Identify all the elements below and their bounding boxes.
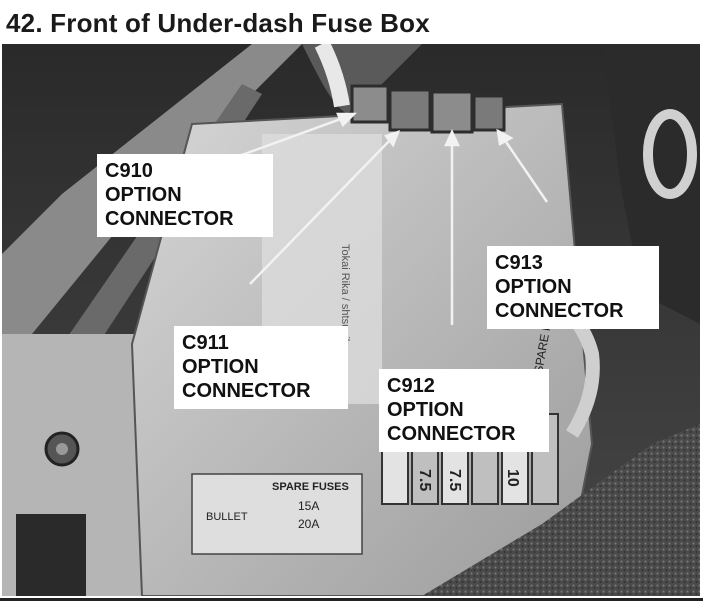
leader-line-c913 bbox=[500, 135, 549, 203]
fuse-value-label: 7.5 bbox=[416, 469, 433, 491]
spare-fuses-label: SPARE FUSES bbox=[272, 481, 349, 493]
callout-code: C912 bbox=[387, 375, 435, 397]
callout-type: OPTION bbox=[495, 276, 572, 298]
grommet bbox=[643, 109, 697, 199]
connector-c911 bbox=[388, 88, 432, 132]
fuse-value-label: 7.5 bbox=[446, 469, 463, 491]
callout-c910: C910 OPTION CONNECTOR bbox=[97, 154, 273, 237]
spare-15a: 15A bbox=[298, 499, 319, 513]
callout-type: OPTION bbox=[105, 184, 182, 206]
callout-c912: C912 OPTION CONNECTOR bbox=[379, 369, 549, 452]
callout-kind: CONNECTOR bbox=[495, 300, 624, 322]
callout-c911: C911 OPTION CONNECTOR bbox=[174, 326, 348, 409]
callout-kind: CONNECTOR bbox=[387, 423, 516, 445]
callout-kind: CONNECTOR bbox=[182, 380, 311, 402]
sticker-frame bbox=[191, 473, 363, 555]
bottom-rule bbox=[0, 598, 703, 601]
connector-c910 bbox=[350, 84, 390, 124]
callout-type: OPTION bbox=[182, 356, 259, 378]
fuse-row bbox=[381, 413, 559, 505]
fuse-value-label: 10 bbox=[504, 469, 521, 487]
callout-code: C910 bbox=[105, 160, 153, 182]
callout-type: OPTION bbox=[387, 399, 464, 421]
relay-label: BULLET bbox=[206, 511, 248, 523]
white-wire-loom bbox=[314, 44, 350, 108]
spare-20a: 20A bbox=[298, 517, 319, 531]
fuse-box-photo: 7.5 7.5 10 SPARE FUSES SPARE FUSES 15A 2… bbox=[2, 44, 700, 596]
page-title: 42. Front of Under-dash Fuse Box bbox=[6, 8, 430, 38]
callout-kind: CONNECTOR bbox=[105, 208, 234, 230]
arrowhead-c913 bbox=[496, 128, 514, 146]
callout-code: C913 bbox=[495, 252, 543, 274]
callout-c913: C913 OPTION CONNECTOR bbox=[487, 246, 659, 329]
bolt-head bbox=[56, 443, 68, 455]
arrowhead-c910 bbox=[336, 112, 358, 128]
callout-code: C911 bbox=[182, 332, 229, 354]
connector-c913 bbox=[472, 94, 506, 132]
panel-slot bbox=[16, 514, 86, 596]
arrowhead-c912 bbox=[444, 129, 460, 147]
spare-fuses-sticker: SPARE FUSES 15A 20A BULLET bbox=[191, 473, 363, 555]
leader-line-c911 bbox=[249, 135, 395, 285]
connector-c912 bbox=[430, 90, 474, 134]
arrowhead-c911 bbox=[383, 129, 401, 148]
insulation-foam bbox=[422, 424, 700, 596]
